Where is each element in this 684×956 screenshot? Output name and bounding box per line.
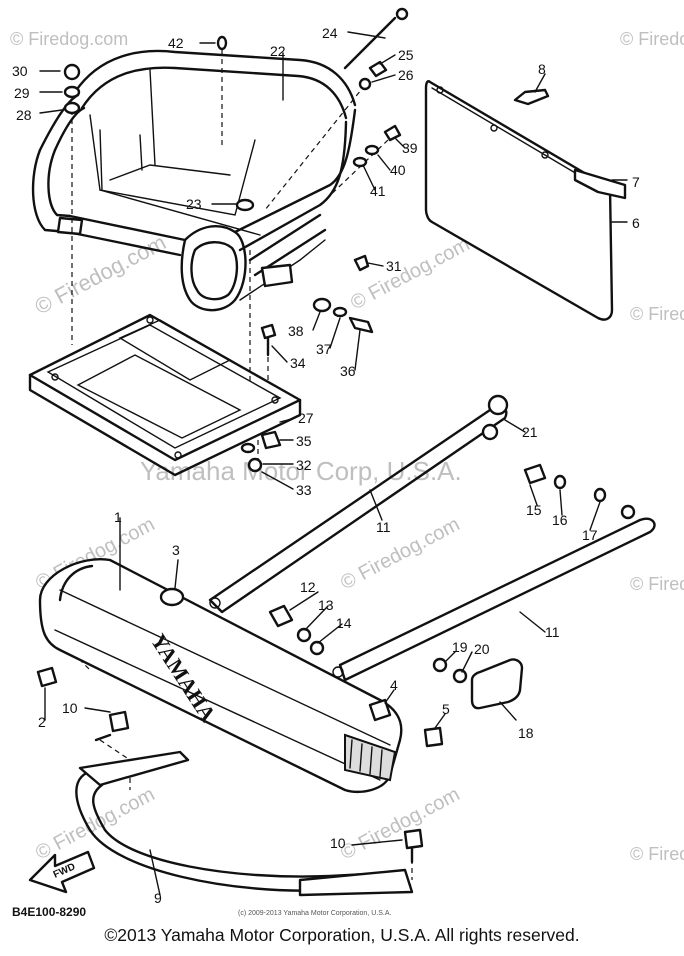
callout-18: 18	[518, 725, 534, 741]
callout-28: 28	[16, 107, 32, 123]
callout-39: 39	[402, 140, 418, 156]
watermark-firedog: © Firedog.com	[337, 783, 463, 864]
callout-8: 8	[538, 61, 546, 77]
callout-27: 27	[298, 410, 314, 426]
callout-42: 42	[168, 35, 184, 51]
callout-10b: 10	[330, 835, 346, 851]
callout-11b: 11	[545, 624, 560, 640]
fasteners	[36, 7, 607, 864]
watermark-corp: Yamaha Motor Corp, U.S.A.	[140, 456, 462, 486]
watermark-firedog: © Firedog.com	[337, 513, 463, 594]
carrier-base-plate	[28, 313, 302, 477]
license-plate	[424, 80, 627, 321]
callout-22: 22	[270, 43, 286, 59]
watermark-firedog: © Firedog.com	[10, 29, 128, 49]
small-credit: (c) 2009-2013 Yamaha Motor Corporation, …	[238, 910, 391, 917]
watermark-firedog: © Firedog.com	[630, 574, 684, 594]
callout-4: 4	[390, 677, 398, 693]
callout-numbers: 30 29 28 42 22 24 25 26 8 7 6 39 40 41 2…	[12, 25, 640, 906]
callout-25: 25	[398, 47, 414, 63]
callout-leader-lines	[39, 31, 628, 896]
callout-33: 33	[296, 482, 312, 498]
callout-26: 26	[398, 67, 414, 83]
diagram-code: B4E100-8290	[12, 905, 86, 919]
callout-37: 37	[316, 341, 332, 357]
watermark-firedog: © Firedog.com	[620, 29, 684, 49]
forward-direction-arrow: FWD	[28, 850, 96, 894]
callout-7: 7	[632, 174, 640, 190]
callout-13: 13	[318, 597, 334, 613]
reflector	[470, 658, 524, 710]
callout-17: 17	[582, 527, 598, 543]
callout-38: 38	[288, 323, 304, 339]
callout-19: 19	[452, 639, 468, 655]
callout-1: 1	[114, 509, 122, 525]
callout-14: 14	[336, 615, 352, 631]
callout-16: 16	[552, 512, 568, 528]
callout-35: 35	[296, 433, 312, 449]
copyright-notice: ©2013 Yamaha Motor Corporation, U.S.A. A…	[104, 925, 580, 945]
watermark-firedog: © Firedog.com	[630, 844, 684, 864]
callout-29: 29	[14, 85, 30, 101]
rear-carrier-rack	[31, 49, 357, 312]
callout-24: 24	[322, 25, 338, 41]
callout-5: 5	[442, 701, 450, 717]
callout-6: 6	[632, 215, 640, 231]
callout-32: 32	[296, 457, 312, 473]
callout-3: 3	[172, 542, 180, 558]
callout-10a: 10	[62, 700, 78, 716]
callout-36: 36	[340, 363, 356, 379]
callout-23: 23	[186, 196, 202, 212]
callout-9: 9	[154, 890, 162, 906]
watermark-firedog: © Firedog.com	[630, 304, 684, 324]
callout-15: 15	[526, 502, 542, 518]
callout-41: 41	[370, 183, 386, 199]
callout-21: 21	[522, 424, 538, 440]
callout-12: 12	[300, 579, 316, 595]
watermark-firedog: © Firedog.com	[31, 229, 170, 319]
callout-2: 2	[38, 714, 46, 730]
watermark-firedog: © Firedog.com	[347, 233, 473, 314]
callout-31: 31	[386, 258, 402, 274]
tow-bars	[208, 394, 656, 682]
callout-20: 20	[474, 641, 490, 657]
callout-40: 40	[390, 162, 406, 178]
callout-34: 34	[290, 355, 306, 371]
callout-11a: 11	[376, 519, 391, 535]
lower-guard-bar	[75, 750, 414, 897]
callout-30: 30	[12, 63, 28, 79]
